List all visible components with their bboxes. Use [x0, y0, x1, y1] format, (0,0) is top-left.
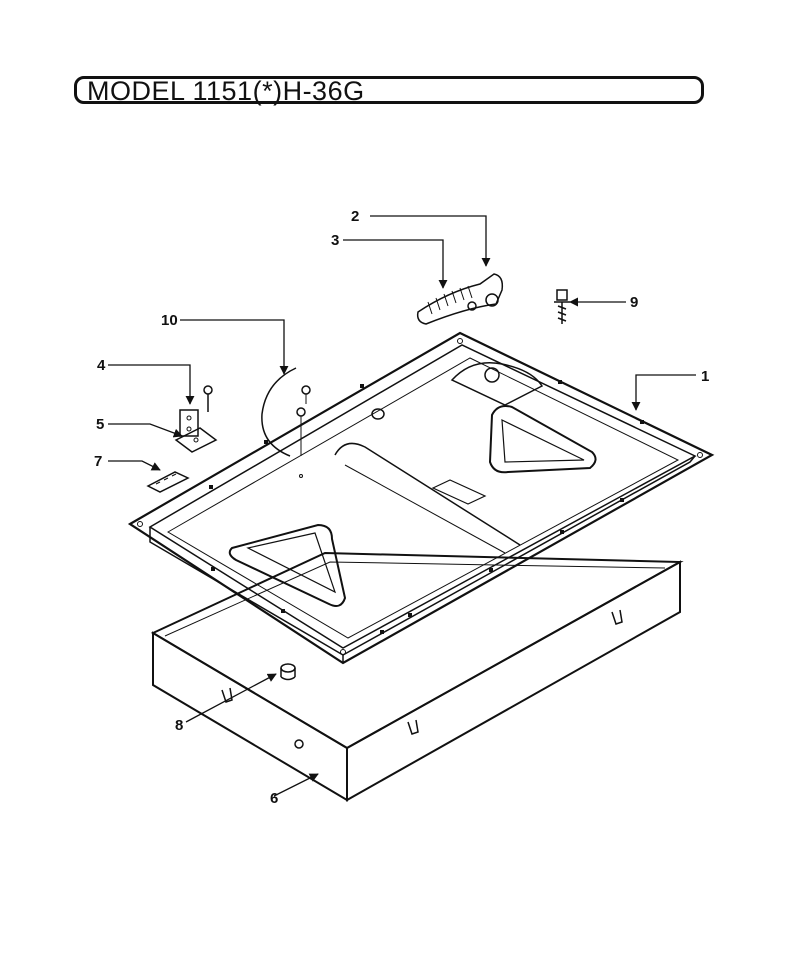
model-title: MODEL 1151(*)H-36G — [87, 76, 365, 106]
clip-7 — [146, 471, 190, 493]
callout-6: 6 — [270, 790, 278, 807]
callout-9: 9 — [630, 294, 638, 311]
model-title-box: MODEL 1151(*)H-36G — [74, 76, 704, 106]
callout-leaders — [108, 215, 696, 797]
callout-1: 1 — [701, 368, 709, 385]
cooktop-tray — [127, 331, 715, 665]
callout-7: 7 — [94, 453, 102, 470]
plug-8 — [280, 663, 296, 681]
screw-9 — [554, 289, 570, 324]
callout-3: 3 — [331, 232, 339, 249]
hose-fitting — [416, 273, 504, 325]
callout-4: 4 — [97, 357, 106, 374]
callout-5: 5 — [96, 416, 104, 433]
callout-10: 10 — [161, 312, 178, 329]
callout-8: 8 — [175, 717, 183, 734]
lower-pan — [150, 551, 684, 802]
ground-wire — [261, 367, 311, 478]
bracket-4-5 — [174, 385, 218, 453]
callout-2: 2 — [351, 208, 359, 225]
